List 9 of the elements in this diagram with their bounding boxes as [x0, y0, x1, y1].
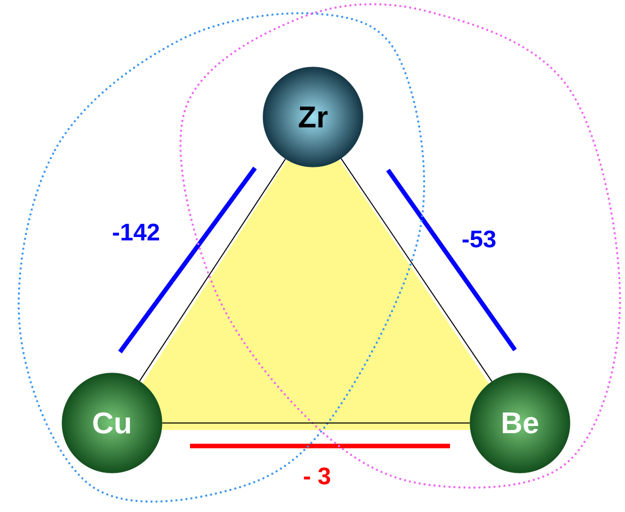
- element-sphere: Zr: [262, 66, 364, 168]
- element-sphere: Be: [470, 372, 570, 474]
- triangle-side: [340, 158, 492, 382]
- triangle-side: [162, 422, 470, 424]
- edge-label: -142: [111, 222, 162, 242]
- edge-label: -53: [460, 229, 498, 248]
- edge-label: - 3: [302, 466, 332, 486]
- element-sphere: Cu: [62, 372, 162, 474]
- triangle-side: [139, 158, 286, 382]
